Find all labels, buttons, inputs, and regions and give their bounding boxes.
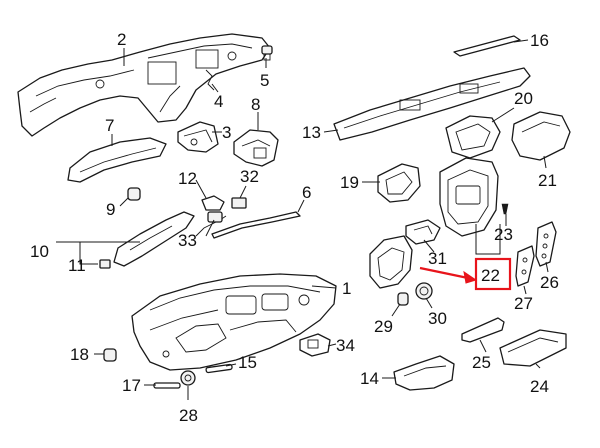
callout-11: 11: [68, 256, 86, 275]
part-16-strip[interactable]: [453, 35, 521, 57]
part-32-connector[interactable]: [231, 197, 247, 209]
callout-20: 20: [514, 89, 533, 108]
callout-28: 28: [179, 406, 198, 425]
part-21-cover[interactable]: [511, 111, 571, 161]
callout-32: 32: [240, 167, 259, 186]
part-13-long-upper-trim[interactable]: [333, 67, 531, 141]
part-22-center-housing[interactable]: [439, 157, 499, 237]
highlight-box: [474, 257, 512, 291]
part-14-lower-bracket[interactable]: [393, 355, 455, 391]
part-2-dash-frame[interactable]: [17, 33, 271, 137]
callout-10: 10: [30, 242, 49, 261]
callout-22: 22: [481, 266, 500, 285]
callout-17: 17: [122, 376, 141, 395]
part-12-small-bracket[interactable]: [201, 195, 225, 211]
callout-6: 6: [302, 183, 311, 202]
part-9-knob[interactable]: [127, 187, 141, 201]
callout-21: 21: [538, 171, 557, 190]
leader-lines: [56, 39, 549, 400]
part-26-switch-panel[interactable]: [535, 221, 557, 267]
part-29-knob[interactable]: [397, 292, 409, 306]
callout-14: 14: [360, 369, 379, 388]
part-25-bracket[interactable]: [461, 317, 505, 343]
part-17-rod[interactable]: [153, 382, 181, 389]
callout-labels: 2 1 3 4 5 6 7 8 9 10 11 12 13 14 15 16 1…: [30, 30, 559, 425]
callout-2: 2: [117, 30, 126, 49]
part-6-trim-strip[interactable]: [211, 211, 301, 239]
callout-16: 16: [530, 31, 549, 50]
part-28-grommet[interactable]: [180, 370, 196, 386]
callout-5: 5: [260, 71, 269, 90]
console-shroud: [369, 235, 413, 289]
part-1-instrument-panel[interactable]: [131, 273, 337, 371]
callout-23: 23: [494, 225, 513, 244]
callout-9: 9: [106, 200, 115, 219]
part-23-screw[interactable]: [501, 203, 509, 215]
part-5-fastener[interactable]: [261, 45, 273, 61]
callout-26: 26: [540, 273, 559, 292]
callout-31: 31: [428, 249, 447, 268]
callout-7: 7: [105, 116, 114, 135]
part-15-rod[interactable]: [205, 363, 233, 374]
callout-12: 12: [178, 169, 197, 188]
callout-30: 30: [428, 309, 447, 328]
callout-19: 19: [340, 173, 359, 192]
part-27-switch-panel[interactable]: [515, 245, 535, 287]
callout-25: 25: [472, 353, 491, 372]
part-3-bracket[interactable]: [177, 121, 219, 153]
part-11-clip[interactable]: [99, 259, 111, 269]
callout-8: 8: [251, 95, 260, 114]
part-24-storage-tray[interactable]: [499, 329, 567, 367]
part-30-switch[interactable]: [415, 282, 433, 300]
part-8-vent-housing[interactable]: [233, 129, 279, 167]
callout-33: 33: [178, 231, 197, 250]
callout-15: 15: [238, 353, 257, 372]
callout-18: 18: [70, 345, 89, 364]
callout-29: 29: [374, 317, 393, 336]
callout-4: 4: [214, 92, 223, 111]
part-19-bezel[interactable]: [377, 163, 421, 203]
part-10-lower-side-trim[interactable]: [113, 211, 195, 267]
part-18-knob[interactable]: [103, 348, 117, 362]
part-31-bracket[interactable]: [405, 219, 441, 245]
callout-34: 34: [336, 336, 355, 355]
callout-24: 24: [530, 377, 549, 396]
part-4-clip[interactable]: [205, 69, 215, 91]
part-7-upper-trim-panel[interactable]: [67, 137, 167, 183]
callout-13: 13: [302, 123, 321, 142]
callout-3: 3: [222, 123, 231, 142]
callout-27: 27: [514, 294, 533, 313]
part-34-switch-block[interactable]: [299, 333, 331, 357]
part-20-air-vent[interactable]: [445, 115, 501, 159]
highlight-annotation: [419, 257, 512, 291]
callout-1: 1: [342, 279, 351, 298]
